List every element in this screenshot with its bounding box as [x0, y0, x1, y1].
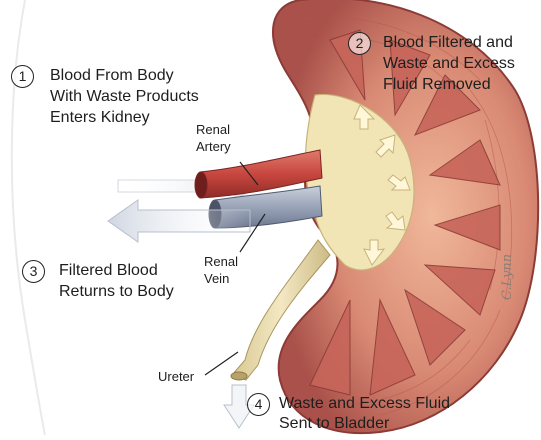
- step-3-line-2: Returns to Body: [59, 282, 174, 302]
- step-4-number: 4: [247, 393, 270, 416]
- ureter-label: Ureter: [158, 369, 194, 385]
- renal-artery-label-1: Renal: [196, 122, 230, 138]
- step-2-line-3: Fluid Removed: [383, 75, 491, 95]
- renal-vein-label-1: Renal: [204, 254, 238, 270]
- step-1-line-3: Enters Kidney: [50, 108, 150, 128]
- renal-vein-label-2: Vein: [204, 271, 229, 287]
- step-4-line-2: Sent to Bladder: [279, 414, 389, 434]
- step-3-line-1: Filtered Blood: [59, 261, 158, 281]
- step-1-number: 1: [11, 65, 34, 88]
- step-2-line-2: Waste and Excess: [383, 54, 515, 74]
- step-1-line-1: Blood From Body: [50, 66, 174, 86]
- artist-signature: C.Lynn: [500, 254, 515, 300]
- renal-artery-opening: [195, 172, 207, 198]
- step-2-line-1: Blood Filtered and: [383, 33, 513, 53]
- step-2-number: 2: [348, 32, 371, 55]
- step-3-number: 3: [22, 260, 45, 283]
- renal-artery-label-2: Artery: [196, 139, 231, 155]
- ureter-opening: [231, 372, 247, 380]
- step-1-line-2: With Waste Products: [50, 87, 199, 107]
- step-4-line-1: Waste and Excess Fluid: [279, 394, 450, 414]
